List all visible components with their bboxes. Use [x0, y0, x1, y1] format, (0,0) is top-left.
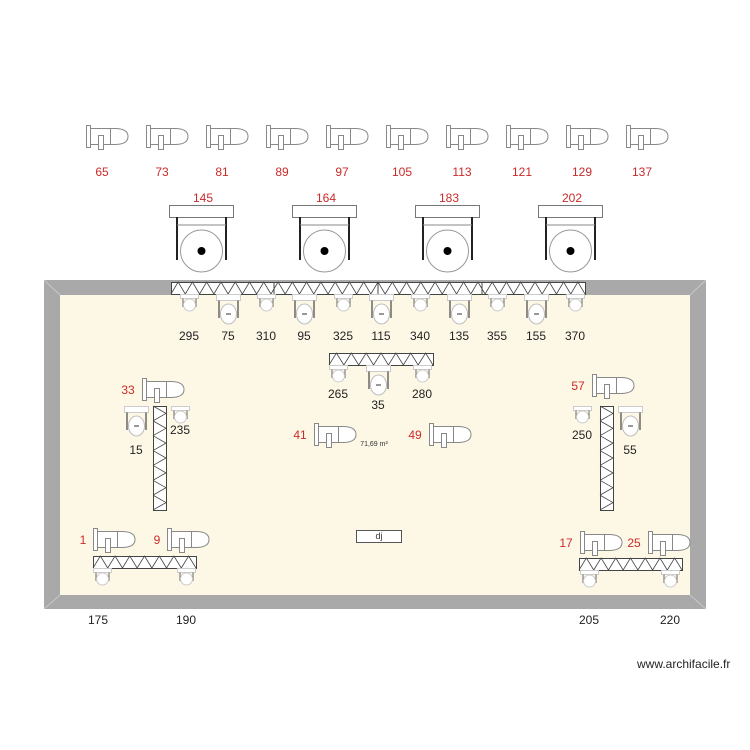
profile-spot-icon[interactable] [386, 123, 430, 153]
speaker-icon [415, 205, 480, 273]
speaker-icon [169, 205, 234, 273]
fixture-number-label: 55 [623, 443, 637, 457]
fixture-number-label: 25 [627, 536, 641, 550]
profile-spot-icon[interactable] [592, 372, 636, 402]
truss-segment[interactable] [152, 405, 167, 511]
wash-light-icon[interactable] [216, 294, 242, 326]
profile-spot-icon[interactable] [167, 526, 211, 556]
profile-spot-icon[interactable] [648, 529, 692, 559]
fixture-number-label: 115 [371, 329, 391, 343]
fixture-number-label: 137 [631, 165, 653, 179]
fixture-number-label: 35 [371, 398, 385, 412]
wash-light-icon[interactable] [618, 406, 644, 438]
par-light-icon[interactable] [93, 568, 113, 588]
truss-segment[interactable] [170, 281, 586, 295]
par-light-icon[interactable] [171, 406, 191, 426]
fixture-number-label: 65 [95, 165, 109, 179]
fixture-number-label: 325 [332, 329, 354, 343]
fixture-number-label: 41 [293, 428, 307, 442]
profile-spot-icon[interactable] [580, 529, 624, 559]
fixture-number-label: 235 [169, 423, 191, 437]
par-light-icon[interactable] [580, 570, 600, 590]
wash-light-icon[interactable] [366, 365, 392, 397]
fixture-number-label: 265 [327, 387, 349, 401]
par-light-icon[interactable] [661, 570, 681, 590]
profile-spot-icon[interactable] [326, 123, 370, 153]
profile-spot-icon[interactable] [146, 123, 190, 153]
fixture-number-label: 15 [129, 443, 143, 457]
profile-spot-icon[interactable] [86, 123, 130, 153]
fixture-number-label: 121 [511, 165, 533, 179]
dj-booth[interactable]: dj [356, 530, 402, 543]
par-light-icon[interactable] [413, 365, 433, 385]
fixture-number-label: 310 [255, 329, 277, 343]
fixture-number-label: 113 [452, 165, 472, 179]
fixture-number-label: 370 [564, 329, 586, 343]
fixture-number-label: 250 [571, 428, 593, 442]
speaker-number-label: 164 [315, 191, 337, 205]
fixture-number-label: 355 [486, 329, 508, 343]
fixture-number-label: 205 [578, 613, 600, 627]
speaker-number-label: 202 [561, 191, 583, 205]
wash-light-icon[interactable] [124, 406, 150, 438]
profile-spot-icon[interactable] [446, 123, 490, 153]
profile-spot-icon[interactable] [566, 123, 610, 153]
truss-segment[interactable] [92, 555, 197, 569]
fixture-number-label: 295 [178, 329, 200, 343]
speaker-number-label: 145 [192, 191, 214, 205]
wash-light-icon[interactable] [292, 294, 318, 326]
fixture-number-label: 9 [153, 533, 161, 547]
fixture-number-label: 155 [525, 329, 547, 343]
profile-spot-icon[interactable] [206, 123, 250, 153]
fixture-number-label: 89 [275, 165, 289, 179]
fixture-number-label: 17 [559, 536, 573, 550]
wash-light-icon[interactable] [369, 294, 395, 326]
fixture-number-label: 135 [448, 329, 470, 343]
watermark-link[interactable]: www.archifacile.fr [637, 657, 731, 671]
profile-spot-icon[interactable] [506, 123, 550, 153]
truss-segment[interactable] [599, 405, 614, 511]
fixture-number-label: 280 [411, 387, 433, 401]
fixture-number-label: 1 [79, 533, 87, 547]
fixture-number-label: 73 [155, 165, 169, 179]
par-light-icon[interactable] [573, 406, 593, 426]
profile-spot-icon[interactable] [93, 526, 137, 556]
par-light-icon[interactable] [257, 294, 277, 314]
fixture-number-label: 81 [215, 165, 229, 179]
truss-segment[interactable] [578, 557, 683, 571]
fixture-number-label: 57 [571, 379, 585, 393]
truss-segment[interactable] [328, 352, 434, 366]
fixture-number-label: 95 [297, 329, 311, 343]
par-light-icon[interactable] [180, 294, 200, 314]
speaker-icon [292, 205, 357, 273]
area-label: 71,69 m² [360, 441, 388, 448]
fixture-number-label: 33 [121, 383, 135, 397]
par-light-icon[interactable] [177, 568, 197, 588]
profile-spot-icon[interactable] [429, 421, 473, 451]
fixture-number-label: 129 [571, 165, 593, 179]
fixture-number-label: 49 [408, 428, 422, 442]
wash-light-icon[interactable] [524, 294, 550, 326]
speaker-icon [538, 205, 603, 273]
fixture-number-label: 175 [87, 613, 109, 627]
par-light-icon[interactable] [488, 294, 508, 314]
fixture-number-label: 190 [175, 613, 197, 627]
speaker-number-label: 183 [438, 191, 460, 205]
fixture-number-label: 220 [659, 613, 681, 627]
profile-spot-icon[interactable] [142, 376, 186, 406]
fixture-number-label: 105 [391, 165, 413, 179]
fixture-number-label: 97 [335, 165, 349, 179]
wash-light-icon[interactable] [447, 294, 473, 326]
profile-spot-icon[interactable] [314, 421, 358, 451]
fixture-number-label: 340 [409, 329, 431, 343]
par-light-icon[interactable] [334, 294, 354, 314]
par-light-icon[interactable] [566, 294, 586, 314]
profile-spot-icon[interactable] [266, 123, 310, 153]
fixture-number-label: 75 [221, 329, 235, 343]
par-light-icon[interactable] [411, 294, 431, 314]
par-light-icon[interactable] [329, 365, 349, 385]
profile-spot-icon[interactable] [626, 123, 670, 153]
